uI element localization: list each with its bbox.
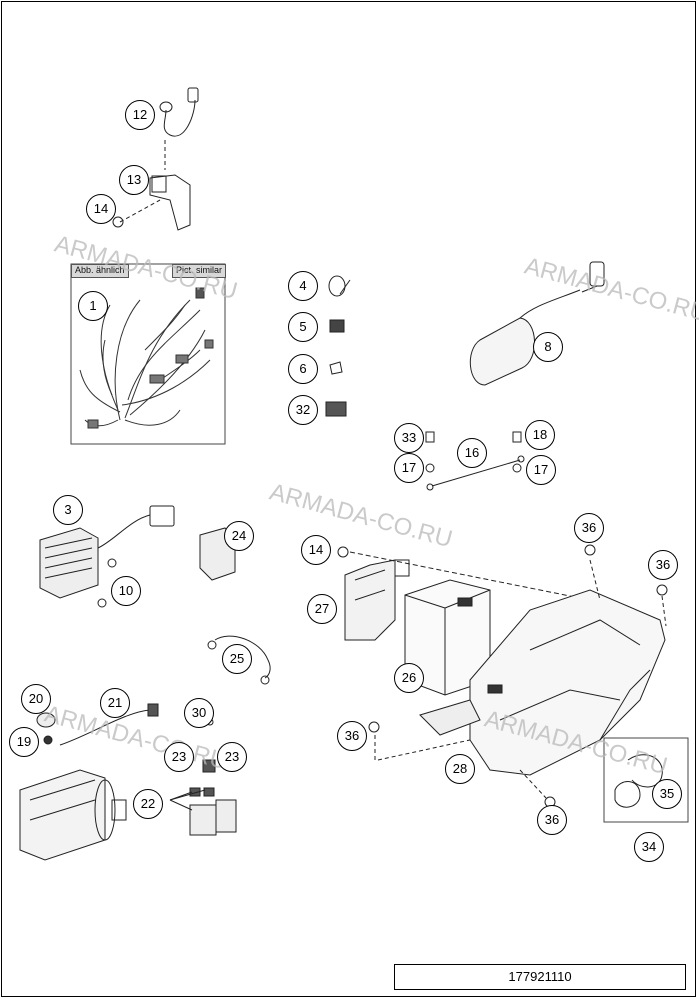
callout[interactable]: 18 xyxy=(525,420,555,450)
callout[interactable]: 32 xyxy=(288,395,318,425)
callout[interactable]: 20 xyxy=(21,684,51,714)
callout[interactable]: 36 xyxy=(648,550,678,580)
inset-label-de: Abb. ähnlich xyxy=(71,264,129,278)
callout[interactable]: 3 xyxy=(53,495,83,525)
item-25-drawing xyxy=(207,635,271,685)
callout[interactable]: 36 xyxy=(337,721,367,751)
callout[interactable]: 36 xyxy=(574,513,604,543)
callout[interactable]: 12 xyxy=(125,100,155,130)
callout[interactable]: 17 xyxy=(526,455,556,485)
item-28-drawing xyxy=(368,544,668,808)
callout[interactable]: 16 xyxy=(457,438,487,468)
item-8-drawing xyxy=(469,261,605,386)
callout[interactable]: 13 xyxy=(119,165,149,195)
callout[interactable]: 5 xyxy=(288,312,318,342)
small-parts-drawing xyxy=(325,275,351,417)
callout[interactable]: 17 xyxy=(394,453,424,483)
callout[interactable]: 14 xyxy=(301,535,331,565)
item-35-drawing xyxy=(614,754,663,808)
item-16-drawing xyxy=(425,431,525,491)
callout[interactable]: 10 xyxy=(111,576,141,606)
document-number: 177921110 xyxy=(394,964,686,990)
item-12-drawing xyxy=(159,87,199,170)
callout[interactable]: 35 xyxy=(652,779,682,809)
starter-motor-drawing xyxy=(19,769,127,861)
callout[interactable]: 21 xyxy=(100,688,130,718)
callout[interactable]: 19 xyxy=(9,727,39,757)
callout[interactable]: 26 xyxy=(394,663,424,693)
callout[interactable]: 23 xyxy=(217,742,247,772)
inset-label-en: Pict. similar xyxy=(172,264,227,278)
callout[interactable]: 24 xyxy=(224,521,254,551)
callout[interactable]: 6 xyxy=(288,354,318,384)
callout[interactable]: 4 xyxy=(288,271,318,301)
callout[interactable]: 23 xyxy=(164,742,194,772)
callout[interactable]: 14 xyxy=(86,194,116,224)
callout[interactable]: 8 xyxy=(533,332,563,362)
item-3-drawing xyxy=(39,505,175,608)
callout[interactable]: 1 xyxy=(78,291,108,321)
callout[interactable]: 33 xyxy=(394,423,424,453)
callout[interactable]: 22 xyxy=(133,789,163,819)
callout[interactable]: 30 xyxy=(184,698,214,728)
callout[interactable]: 27 xyxy=(307,594,337,624)
callout[interactable]: 28 xyxy=(445,754,475,784)
callout[interactable]: 25 xyxy=(222,644,252,674)
callout[interactable]: 36 xyxy=(537,805,567,835)
item-19-21-drawing xyxy=(36,703,159,746)
item-27-drawing xyxy=(337,546,591,641)
item-13-drawing xyxy=(112,174,191,231)
callout[interactable]: 34 xyxy=(634,832,664,862)
wiring-harness-drawing xyxy=(79,287,214,429)
